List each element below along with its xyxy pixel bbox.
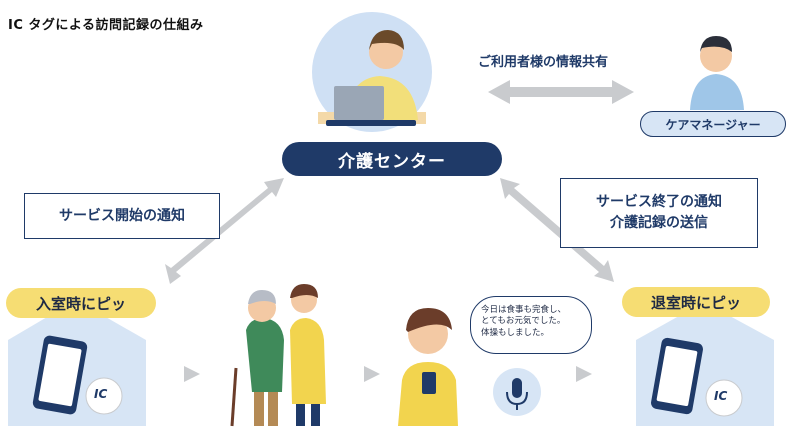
right-diagonal-arrow: [500, 178, 614, 282]
ic-tag-right-text: IC: [714, 389, 728, 403]
check-out-label: 退室時にピッ: [622, 287, 770, 317]
end-notice-line-1: サービス終了の通知: [596, 194, 722, 210]
speech-line-2: とてもお元気でした。: [481, 316, 566, 327]
page-title: IC タグによる訪問記録の仕組み: [8, 18, 204, 33]
ic-tag-left-text: IC: [94, 387, 108, 401]
flow-arrows: [184, 366, 592, 382]
care-manager-label: ケアマネージャー: [640, 111, 786, 137]
start-notice-box: サービス開始の通知: [24, 193, 220, 239]
staff-with-phone-illustration: [398, 308, 458, 426]
elderly-and-caregiver-illustration: [230, 284, 326, 427]
care-manager-illustration: [690, 36, 744, 110]
care-center-label: 介護センター: [282, 142, 502, 176]
right-house: [636, 302, 774, 426]
microphone-icon: [493, 368, 541, 416]
center-staff-illustration: [312, 12, 432, 132]
left-house: [8, 300, 146, 426]
speech-line-3: 体操もしました。: [481, 327, 550, 338]
end-notice-box: サービス終了の通知 介護記録の送信: [560, 178, 758, 248]
share-label: ご利用者様の情報共有: [478, 55, 609, 70]
share-arrow: [488, 80, 634, 104]
end-notice-line-2: 介護記録の送信: [610, 215, 708, 231]
speech-line-1: 今日は食事も完食し、: [481, 305, 567, 315]
speech-bubble: 今日は食事も完食し、 とてもお元気でした。 体操もしました。: [470, 296, 592, 354]
left-diagonal-arrow: [165, 178, 284, 284]
check-in-label: 入室時にピッ: [6, 288, 156, 318]
